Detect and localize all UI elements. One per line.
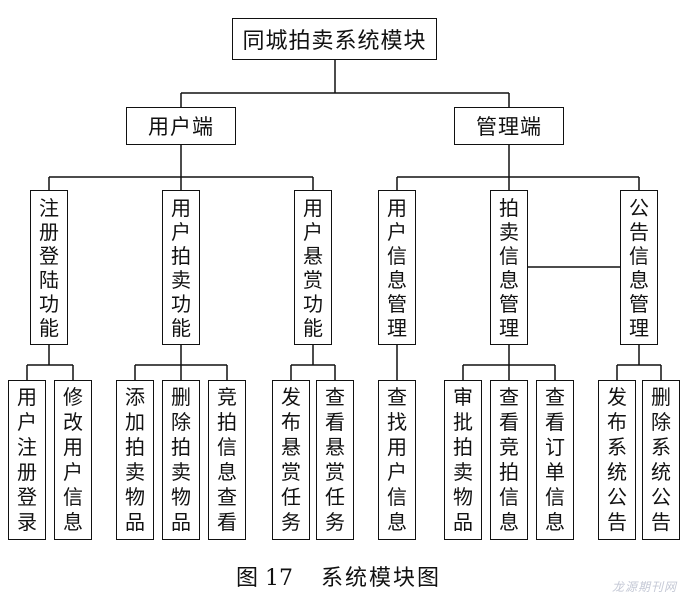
function-publish-bounty-task: 发布悬赏任务 [272, 380, 310, 540]
function-label: 竞拍信息查看 [217, 385, 237, 534]
function-edit-user-info: 修改用户信息 [54, 380, 92, 540]
module-label: 用户拍卖功能 [171, 195, 191, 340]
connector-user-bounty-functions [290, 345, 336, 380]
function-view-bounty-task: 查看悬赏任务 [316, 380, 354, 540]
module-user-auction: 用户拍卖功能 [162, 190, 200, 345]
branch-box-admin-side: 管理端 [454, 107, 564, 145]
function-label: 查找用户信息 [387, 385, 407, 534]
function-delete-auction-item: 删除拍卖物品 [162, 380, 200, 540]
module-label: 拍卖信息管理 [499, 195, 519, 340]
function-label: 发布系统公告 [607, 385, 627, 534]
module-user-info-management: 用户信息管理 [378, 190, 416, 345]
function-label: 查看悬赏任务 [325, 385, 345, 534]
module-label: 用户悬赏功能 [303, 195, 323, 340]
function-label: 添加拍卖物品 [125, 385, 145, 534]
function-view-order-info: 查看订单信息 [536, 380, 574, 540]
module-label: 注册登陆功能 [39, 195, 59, 340]
function-label: 审批拍卖物品 [453, 385, 473, 534]
function-label: 删除系统公告 [651, 385, 671, 534]
connector-user-side-to-modules [48, 145, 314, 190]
connector-admin-side-to-modules [396, 145, 640, 190]
function-publish-announcement: 发布系统公告 [598, 380, 636, 540]
connector-announcement-functions [616, 345, 662, 380]
function-label: 查看竞拍信息 [499, 385, 519, 534]
figure-title: 系统模块图 [321, 566, 442, 591]
function-label: 发布悬赏任务 [281, 385, 301, 534]
module-register-login: 注册登陆功能 [30, 190, 68, 345]
function-view-bid-info: 竞拍信息查看 [208, 380, 246, 540]
function-delete-announcement: 删除系统公告 [642, 380, 680, 540]
branch-label-user-side: 用户端 [148, 115, 214, 139]
connector-auction-info-functions [462, 345, 556, 380]
function-label: 修改用户信息 [63, 385, 83, 534]
module-label: 用户信息管理 [387, 195, 407, 340]
watermark: 龙源期刊网 [612, 580, 678, 594]
module-label: 公告信息管理 [629, 195, 649, 340]
branch-label-admin-side: 管理端 [476, 115, 542, 139]
root-module-label: 同城拍卖系统模块 [242, 29, 427, 54]
function-approve-auction-item: 审批拍卖物品 [444, 380, 482, 540]
figure-caption: 图 17 系统模块图 [236, 561, 441, 591]
function-label: 查看订单信息 [545, 385, 565, 534]
module-announcement-management: 公告信息管理 [620, 190, 658, 345]
function-label: 用户注册登录 [17, 385, 37, 534]
connector-register-login-functions [26, 345, 74, 380]
function-label: 删除拍卖物品 [171, 385, 191, 534]
connector-root-to-branches [180, 60, 510, 107]
function-add-auction-item: 添加拍卖物品 [116, 380, 154, 540]
function-search-user-info: 查找用户信息 [378, 380, 416, 540]
module-auction-info-management: 拍卖信息管理 [490, 190, 528, 345]
function-user-register-login: 用户注册登录 [8, 380, 46, 540]
module-user-bounty: 用户悬赏功能 [294, 190, 332, 345]
root-module-box: 同城拍卖系统模块 [232, 18, 437, 60]
figure-number: 图 17 [236, 566, 293, 591]
function-view-bidding-info: 查看竞拍信息 [490, 380, 528, 540]
connector-user-auction-functions [134, 345, 228, 380]
branch-box-user-side: 用户端 [126, 107, 236, 145]
